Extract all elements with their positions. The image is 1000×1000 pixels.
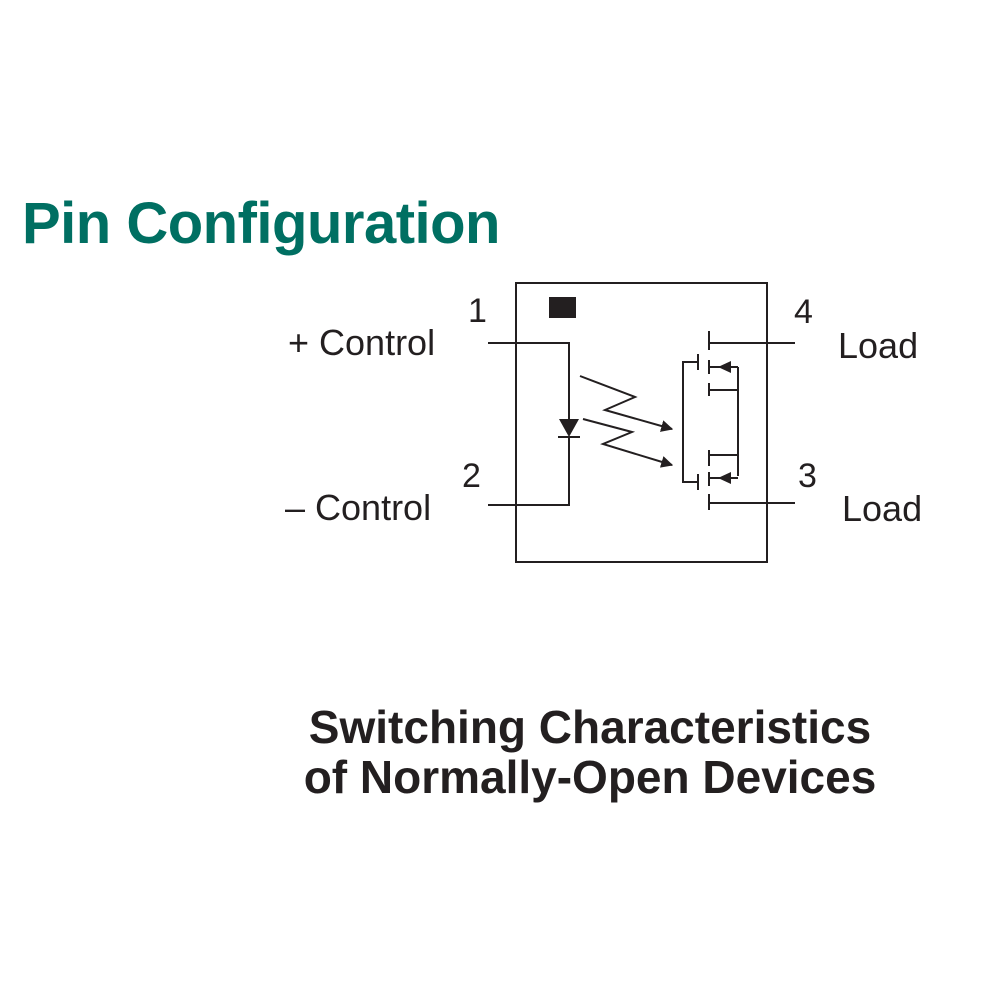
led-diode-icon <box>558 419 580 438</box>
subtitle-line-1: Switching Characteristics <box>308 701 872 753</box>
pin1-number: 1 <box>468 292 487 330</box>
package-outline <box>515 282 768 563</box>
pin2-lead <box>488 437 570 506</box>
pin3-label: Load <box>842 488 922 529</box>
pin2-number: 2 <box>462 457 481 495</box>
pin1-indicator <box>549 297 576 318</box>
pin2-label: – Control <box>285 487 431 528</box>
page-title: Pin Configuration <box>22 191 501 256</box>
pin4-number: 4 <box>794 293 813 331</box>
pin3-number: 3 <box>798 457 817 495</box>
light-emission-arrows-icon <box>579 375 674 468</box>
subtitle-line-2: of Normally-Open Devices <box>303 751 877 803</box>
pin4-label: Load <box>838 325 918 366</box>
mosfet-pair-icon <box>682 331 795 510</box>
pin1-lead <box>488 342 570 420</box>
pin1-label: + Control <box>288 322 435 363</box>
section-subtitle: Switching Characteristics of Normally-Op… <box>280 702 900 802</box>
